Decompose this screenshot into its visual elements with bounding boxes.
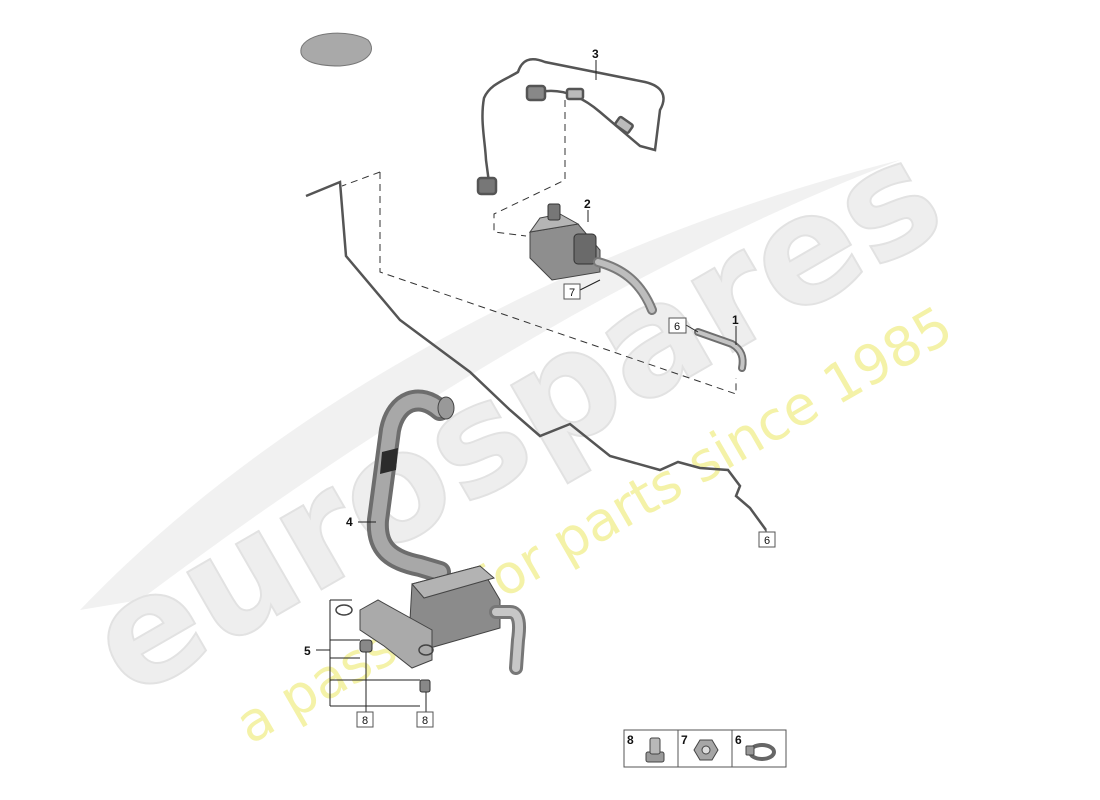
callout-2: 2 bbox=[584, 197, 591, 211]
callout-box-6-lower: 6 bbox=[764, 535, 770, 547]
callout-1: 1 bbox=[732, 313, 739, 327]
part-4-assembly bbox=[366, 389, 526, 675]
watermark-swoosh bbox=[80, 160, 900, 610]
callout-box-6-upper: 6 bbox=[674, 321, 680, 333]
guide-lines bbox=[341, 100, 737, 395]
part-2-valve bbox=[528, 203, 657, 315]
callouts: 3 2 1 4 5 7 6 6 8 8 bbox=[304, 47, 776, 728]
long-line bbox=[305, 180, 768, 531]
legend-number-8: 8 bbox=[627, 733, 634, 747]
hose-end bbox=[437, 396, 455, 420]
legend-number-6: 6 bbox=[735, 733, 742, 747]
callout-box-7: 7 bbox=[569, 287, 575, 299]
hex-nut-icon bbox=[693, 739, 719, 761]
part-5-bracket bbox=[335, 599, 434, 693]
part-3-line bbox=[476, 58, 665, 196]
callout-4: 4 bbox=[346, 515, 353, 529]
part-1-hose bbox=[694, 328, 747, 372]
callout-box-8-right: 8 bbox=[422, 715, 428, 727]
callout-5: 5 bbox=[304, 644, 311, 658]
nut-icon bbox=[645, 737, 665, 763]
cap-part bbox=[300, 32, 372, 67]
legend-number-7: 7 bbox=[681, 733, 688, 747]
hose-clamp-icon bbox=[745, 743, 776, 761]
leader-lines bbox=[316, 60, 767, 712]
callout-box-8-left: 8 bbox=[362, 715, 368, 727]
callout-3: 3 bbox=[592, 47, 599, 61]
fastener-legend: 8 7 6 bbox=[623, 729, 787, 768]
